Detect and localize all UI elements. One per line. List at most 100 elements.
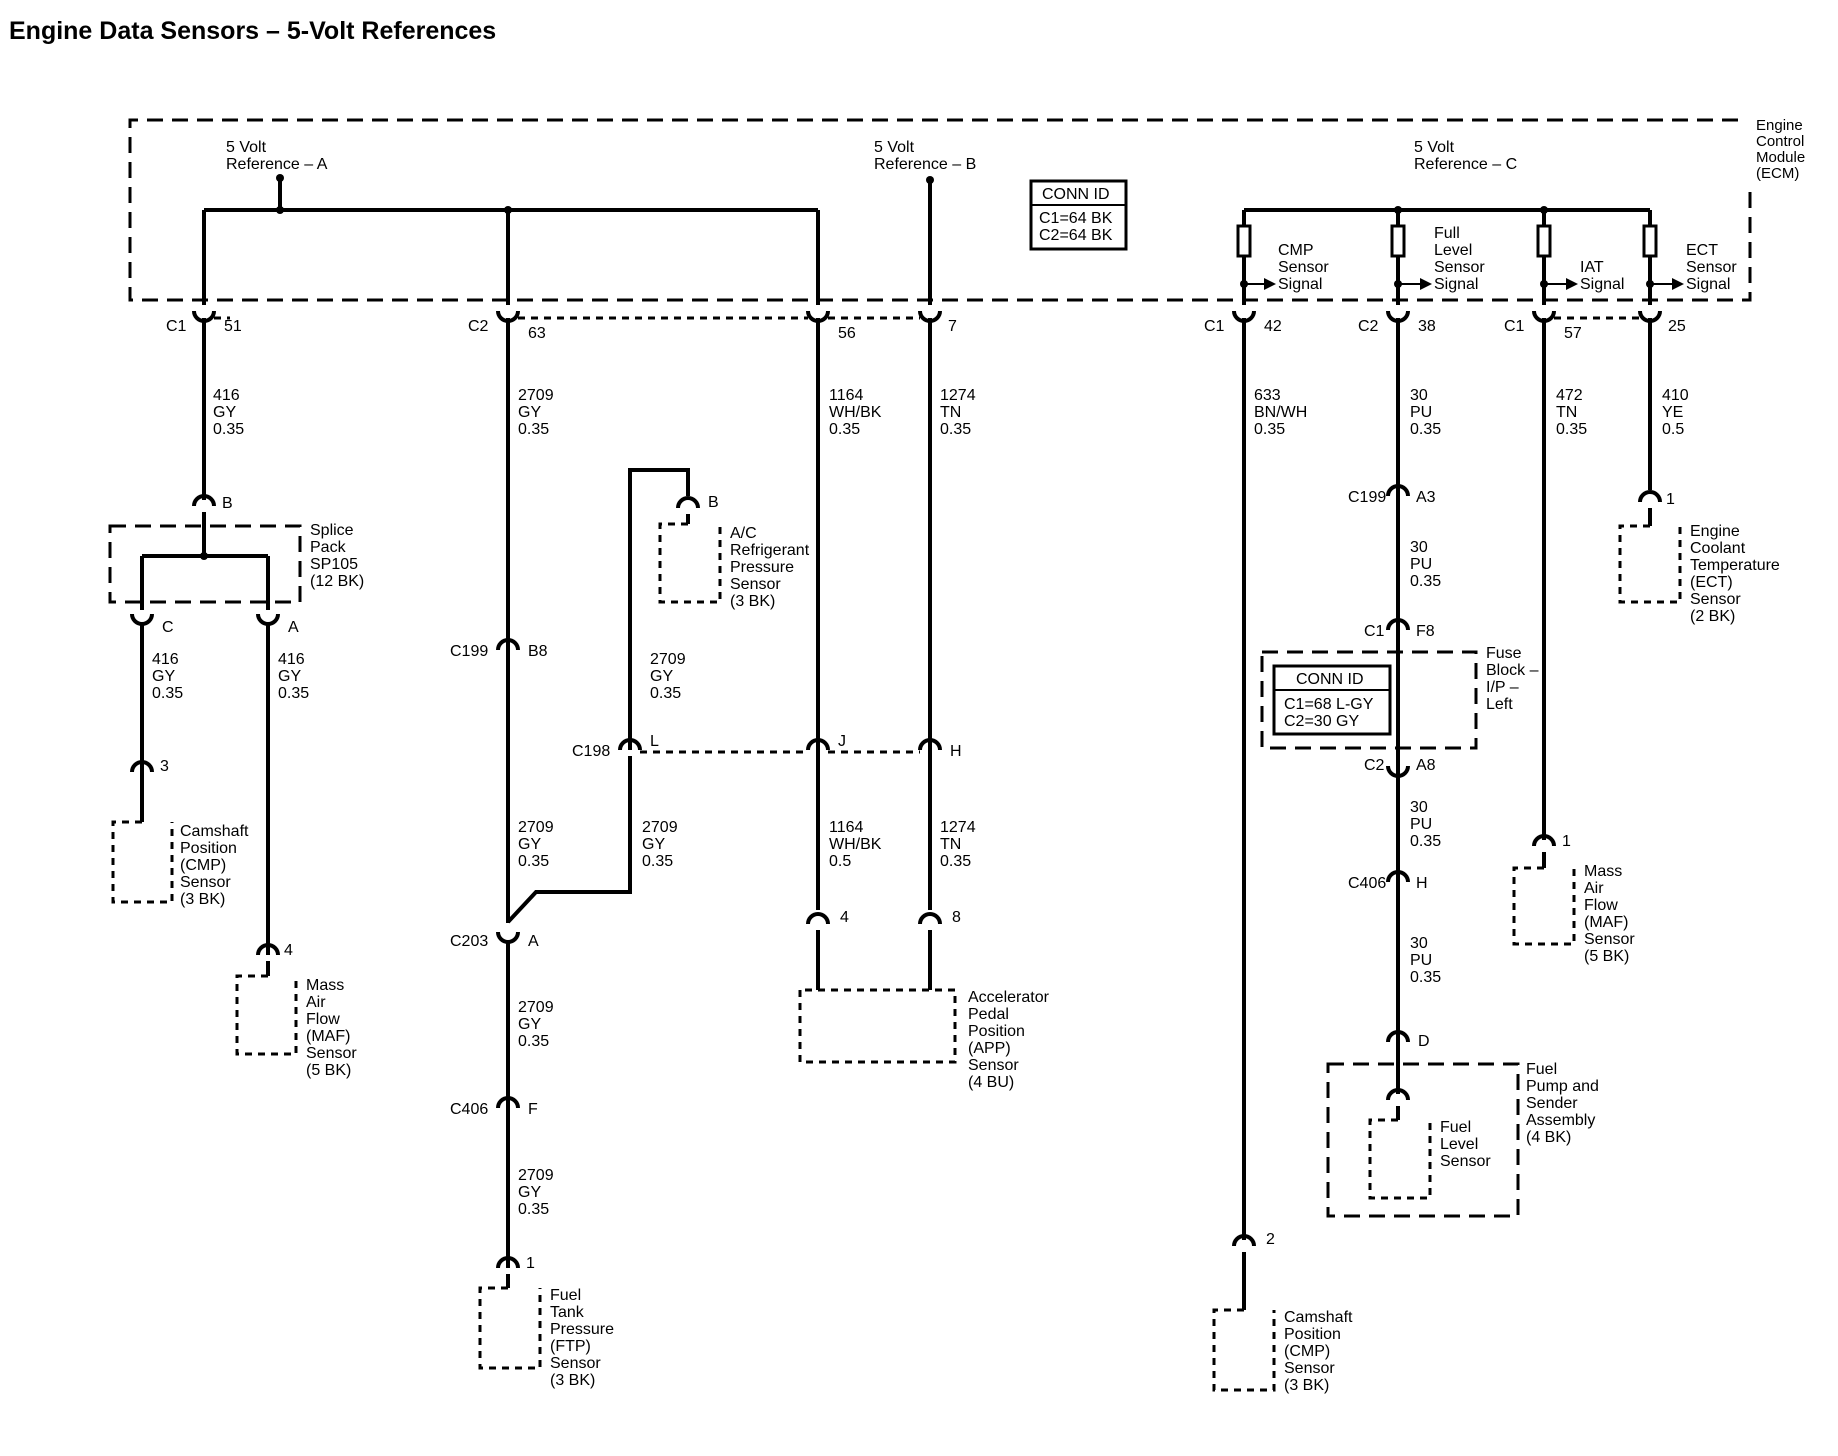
svg-text:J: J	[838, 733, 846, 750]
svg-text:38: 38	[1418, 318, 1436, 335]
svg-text:A: A	[288, 619, 299, 636]
svg-text:1: 1	[526, 1255, 535, 1272]
svg-text:3: 3	[160, 758, 169, 775]
svg-text:1: 1	[1666, 491, 1675, 508]
svg-text:7: 7	[948, 318, 957, 335]
svg-text:C1: C1	[166, 318, 187, 335]
svg-text:1: 1	[1562, 833, 1571, 850]
svg-text:CONN ID: CONN ID	[1296, 671, 1364, 688]
connector-c203-a: C203 A	[450, 931, 539, 950]
ecm-connector-56: 56	[806, 310, 856, 342]
svg-text:B: B	[708, 494, 719, 511]
svg-text:H: H	[950, 743, 962, 760]
svg-text:H: H	[1416, 875, 1428, 892]
wire-segments	[202, 318, 1652, 1240]
svg-text:C1: C1	[1504, 318, 1525, 335]
ecm-conn-id-heading: CONN ID	[1042, 186, 1110, 203]
svg-text:C203: C203	[450, 933, 488, 950]
connector-c406-f: C406 F	[450, 1096, 538, 1118]
ecm-connector-c2-38: C2 38	[1358, 310, 1436, 335]
connector-c199-b8: C199 B8	[450, 638, 548, 660]
svg-text:C2: C2	[1364, 757, 1385, 774]
ecm-connector-25: 25	[1638, 310, 1686, 335]
svg-text:F8: F8	[1416, 623, 1435, 640]
svg-text:2: 2	[1266, 1231, 1275, 1248]
ecm-connector-7: 7	[918, 310, 957, 335]
ref-b-line	[926, 176, 934, 305]
connector-c198: C198 L J H	[572, 733, 962, 760]
connector-c199-a3: C199 A3	[1348, 484, 1436, 506]
svg-text:L: L	[650, 733, 659, 750]
svg-text:B8: B8	[528, 643, 548, 660]
svg-text:C2: C2	[468, 318, 489, 335]
svg-text:25: 25	[1668, 318, 1686, 335]
connector-c406-h: C406 H	[1348, 870, 1428, 892]
ecm-connector-c1-57: C1 57	[1504, 310, 1582, 342]
svg-text:C406: C406	[450, 1101, 488, 1118]
svg-text:4: 4	[284, 942, 293, 959]
svg-text:C198: C198	[572, 743, 610, 760]
svg-text:A: A	[528, 933, 539, 950]
ref-a-bus	[202, 174, 820, 305]
svg-text:A3: A3	[1416, 489, 1436, 506]
svg-text:C199: C199	[1348, 489, 1386, 506]
svg-text:4: 4	[840, 909, 849, 926]
